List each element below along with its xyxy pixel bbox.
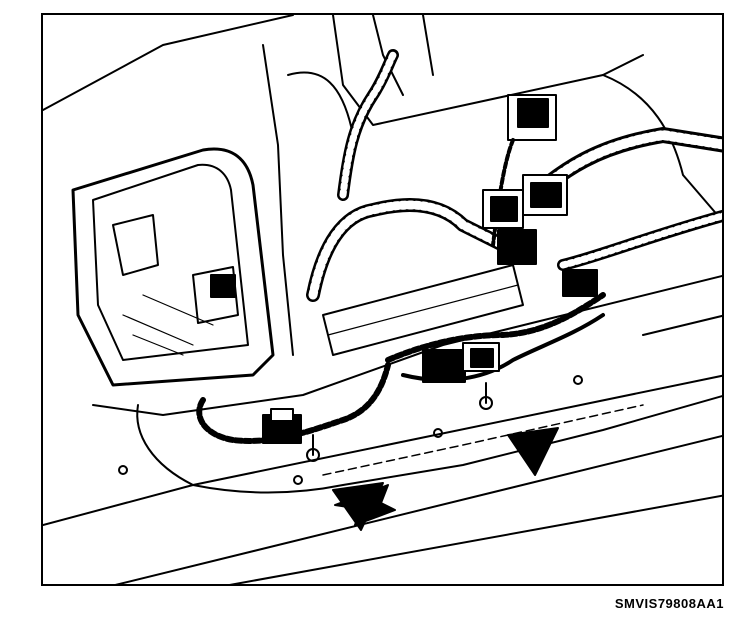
lower-panel-bottom — [192, 395, 722, 494]
top-connector-cap — [517, 98, 549, 128]
mid-connector-1-body — [490, 196, 518, 222]
floor-line-3 — [229, 494, 722, 584]
mid-connector-2-body — [530, 182, 562, 208]
arrow-indicator-left-solid — [332, 482, 384, 531]
opening-detail-2 — [192, 266, 239, 324]
lower-harness-2 — [385, 292, 606, 363]
opening-detail-1 — [112, 214, 159, 276]
top-connector-wire — [491, 138, 515, 247]
upper-panel-edge — [332, 15, 644, 126]
screw-hole-4 — [293, 475, 303, 485]
mid-connector-3 — [497, 229, 537, 265]
dashboard-outline — [43, 15, 294, 111]
panel-right-detail — [642, 314, 722, 336]
main-harness-inner — [308, 200, 508, 300]
connector-b-body — [470, 348, 494, 368]
center-panel-left — [262, 44, 294, 356]
duct-body — [322, 264, 524, 356]
figure-id-label: SMVIS79808AA1 — [614, 596, 724, 611]
center-panel-right — [287, 71, 354, 136]
screw-hole-2 — [433, 428, 443, 438]
opening-outer — [71, 147, 275, 387]
top-ridge-2 — [422, 15, 434, 76]
guide-dashed-line — [322, 404, 644, 476]
opening-hatch — [122, 294, 214, 356]
illustration-frame — [41, 13, 724, 586]
duct-groove — [327, 284, 519, 336]
floor-line-2 — [115, 434, 722, 584]
lower-right-harness-inner — [559, 212, 722, 269]
screw-hole-1 — [118, 465, 128, 475]
top-ridge — [372, 15, 404, 96]
screw-hole-3 — [573, 375, 583, 385]
connector-b — [422, 349, 466, 383]
connector-a-cap — [270, 408, 294, 422]
upper-harness-inner — [339, 51, 397, 199]
main-harness — [306, 198, 510, 302]
small-connector-left — [210, 274, 236, 298]
panel-right-curve — [602, 74, 722, 222]
lower-panel-edge — [92, 274, 722, 416]
wiring-harness-illustration — [43, 15, 722, 584]
floor-line-1 — [43, 374, 722, 526]
panel-lower-detail — [136, 404, 194, 486]
connector-c — [562, 269, 598, 297]
opening-inner — [92, 163, 249, 361]
arrow-indicator-right — [507, 427, 559, 476]
